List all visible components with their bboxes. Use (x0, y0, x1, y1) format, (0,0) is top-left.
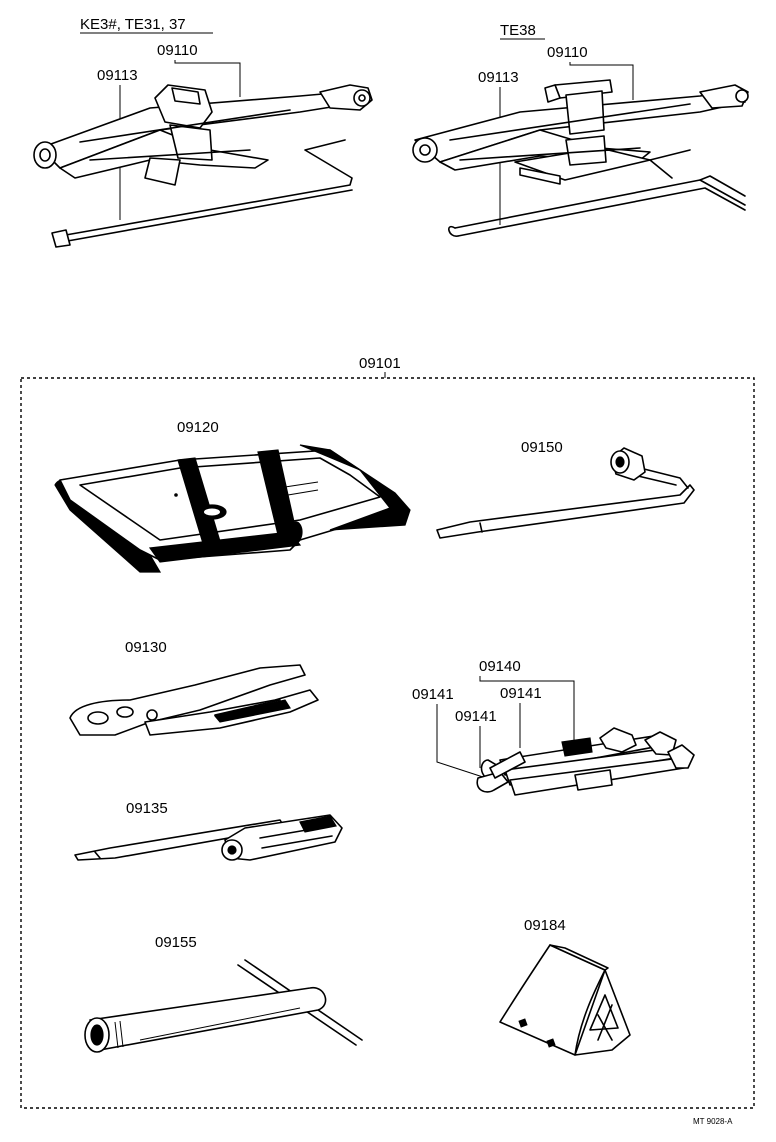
screwdriver-item: 09135 (74, 800, 343, 861)
left-jack-leader (174, 60, 241, 97)
right-jack-assembly: TE38 09110 09113 (412, 22, 749, 237)
pliers-drawing (69, 664, 319, 736)
right-jack-leader (569, 62, 634, 100)
left-jack-handle-drawing (51, 139, 353, 248)
left-variant-title: KE3#, TE31, 37 (80, 16, 186, 33)
wrench-b-part-label: 09141 (500, 685, 542, 702)
jack-handle-wrench-drawing (436, 447, 695, 539)
wrench-a-part-label: 09141 (412, 686, 454, 703)
wheel-chock-part-label: 09184 (524, 917, 566, 934)
wrench-a-leader (436, 704, 487, 779)
spark-plug-wrench-item: 09155 (84, 934, 363, 1053)
right-variant-title: TE38 (500, 22, 536, 39)
right-handle-part-label: 09113 (478, 69, 519, 86)
left-scissor-jack-drawing (33, 84, 373, 186)
right-jack-part-label: 09110 (547, 44, 588, 61)
jack-handle-wrench-part-label: 09150 (521, 439, 563, 456)
pliers-item: 09130 (69, 639, 319, 736)
left-handle-part-label: 09113 (97, 67, 138, 84)
wrench-c-part-label: 09141 (455, 708, 497, 725)
wrench-set-item: 09140 09141 09141 09141 (412, 658, 695, 796)
tool-bag-item: 09120 (54, 419, 411, 573)
tool-set-part-label: 09101 (359, 355, 401, 372)
figure-code: MT 9028-A (693, 1117, 733, 1126)
right-scissor-jack-drawing (412, 79, 749, 185)
wheel-chock-drawing (499, 944, 631, 1056)
jack-handle-wrench-item: 09150 (436, 439, 695, 539)
wheel-chock-item: 09184 (499, 917, 631, 1056)
wrench-set-part-label: 09140 (479, 658, 521, 675)
left-jack-part-label: 09110 (157, 42, 198, 59)
tool-set-group: 09101 (20, 355, 755, 1109)
tool-bag-drawing (54, 444, 411, 573)
pliers-part-label: 09130 (125, 639, 167, 656)
right-jack-handle-drawing (448, 149, 746, 237)
screwdriver-part-label: 09135 (126, 800, 168, 817)
tool-set-frame (20, 377, 755, 1109)
tool-bag-part-label: 09120 (177, 419, 219, 436)
spark-plug-wrench-drawing (84, 959, 363, 1053)
left-jack-assembly: KE3#, TE31, 37 09110 09113 (33, 16, 373, 248)
wrench-set-drawing (476, 727, 695, 796)
spark-plug-wrench-part-label: 09155 (155, 934, 197, 951)
screwdriver-drawing (74, 814, 343, 861)
wrench-set-leader (479, 676, 575, 740)
